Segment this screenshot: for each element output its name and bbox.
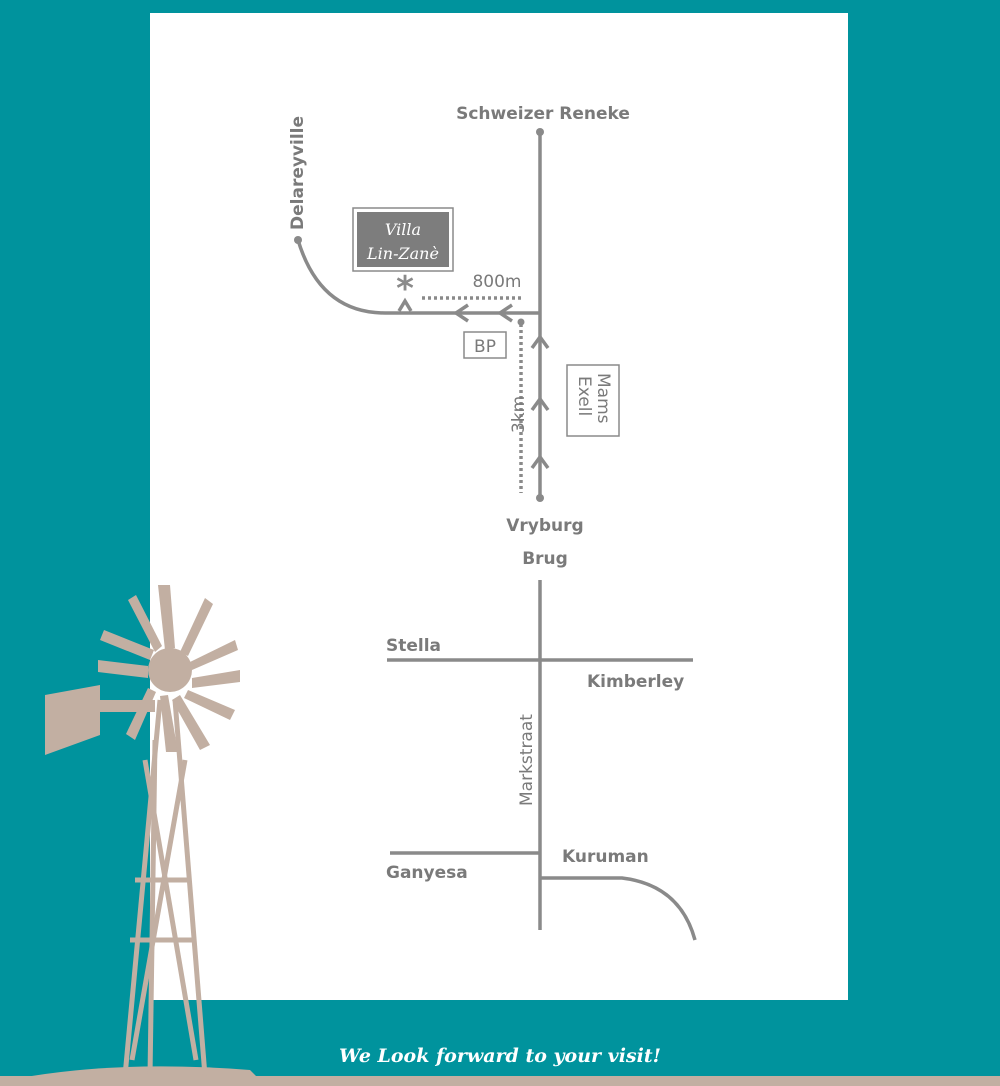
svg-text:Mams: Mams [593,373,613,424]
label-markstraat: Markstraat [517,714,537,806]
map-panel [150,13,848,1000]
label-kimberley: Kimberley [587,672,684,692]
label-brug: Brug [522,549,568,569]
mams-exell-sign: Mams Exell [566,364,620,437]
label-ganyesa: Ganyesa [386,863,468,883]
svg-text:Villa: Villa [385,220,421,239]
svg-text:Exell: Exell [574,376,594,416]
arrow-up-icon [530,334,550,350]
arrow-up-icon [530,454,550,470]
label-vryburg: Vryburg [506,516,583,536]
label-delareyville: Delareyville [288,116,308,230]
svg-text:BP: BP [474,337,496,357]
destination-sign: Villa Lin-Zanè [352,207,454,272]
route-town [387,580,697,941]
label-schweizer-reneke: Schweizer Reneke [456,104,630,124]
destination-star-icon: * [396,269,414,309]
route-north: * [294,128,550,502]
arrow-up-icon [530,396,550,412]
label-800m: 800m [472,272,521,292]
delareyville-road [296,239,540,315]
arrow-left-icon [496,303,513,323]
arrow-left-icon [452,303,469,323]
destination-marker-icon [397,297,413,312]
label-stella: Stella [386,636,441,656]
label-3km: 3km [509,396,529,433]
windmill-illustration [0,585,1000,1086]
bp-sign: BP [463,331,507,359]
footer-message: We Look forward to your visit! [339,1045,661,1067]
svg-text:Lin-Zanè: Lin-Zanè [366,244,439,263]
label-kuruman: Kuruman [562,847,649,867]
